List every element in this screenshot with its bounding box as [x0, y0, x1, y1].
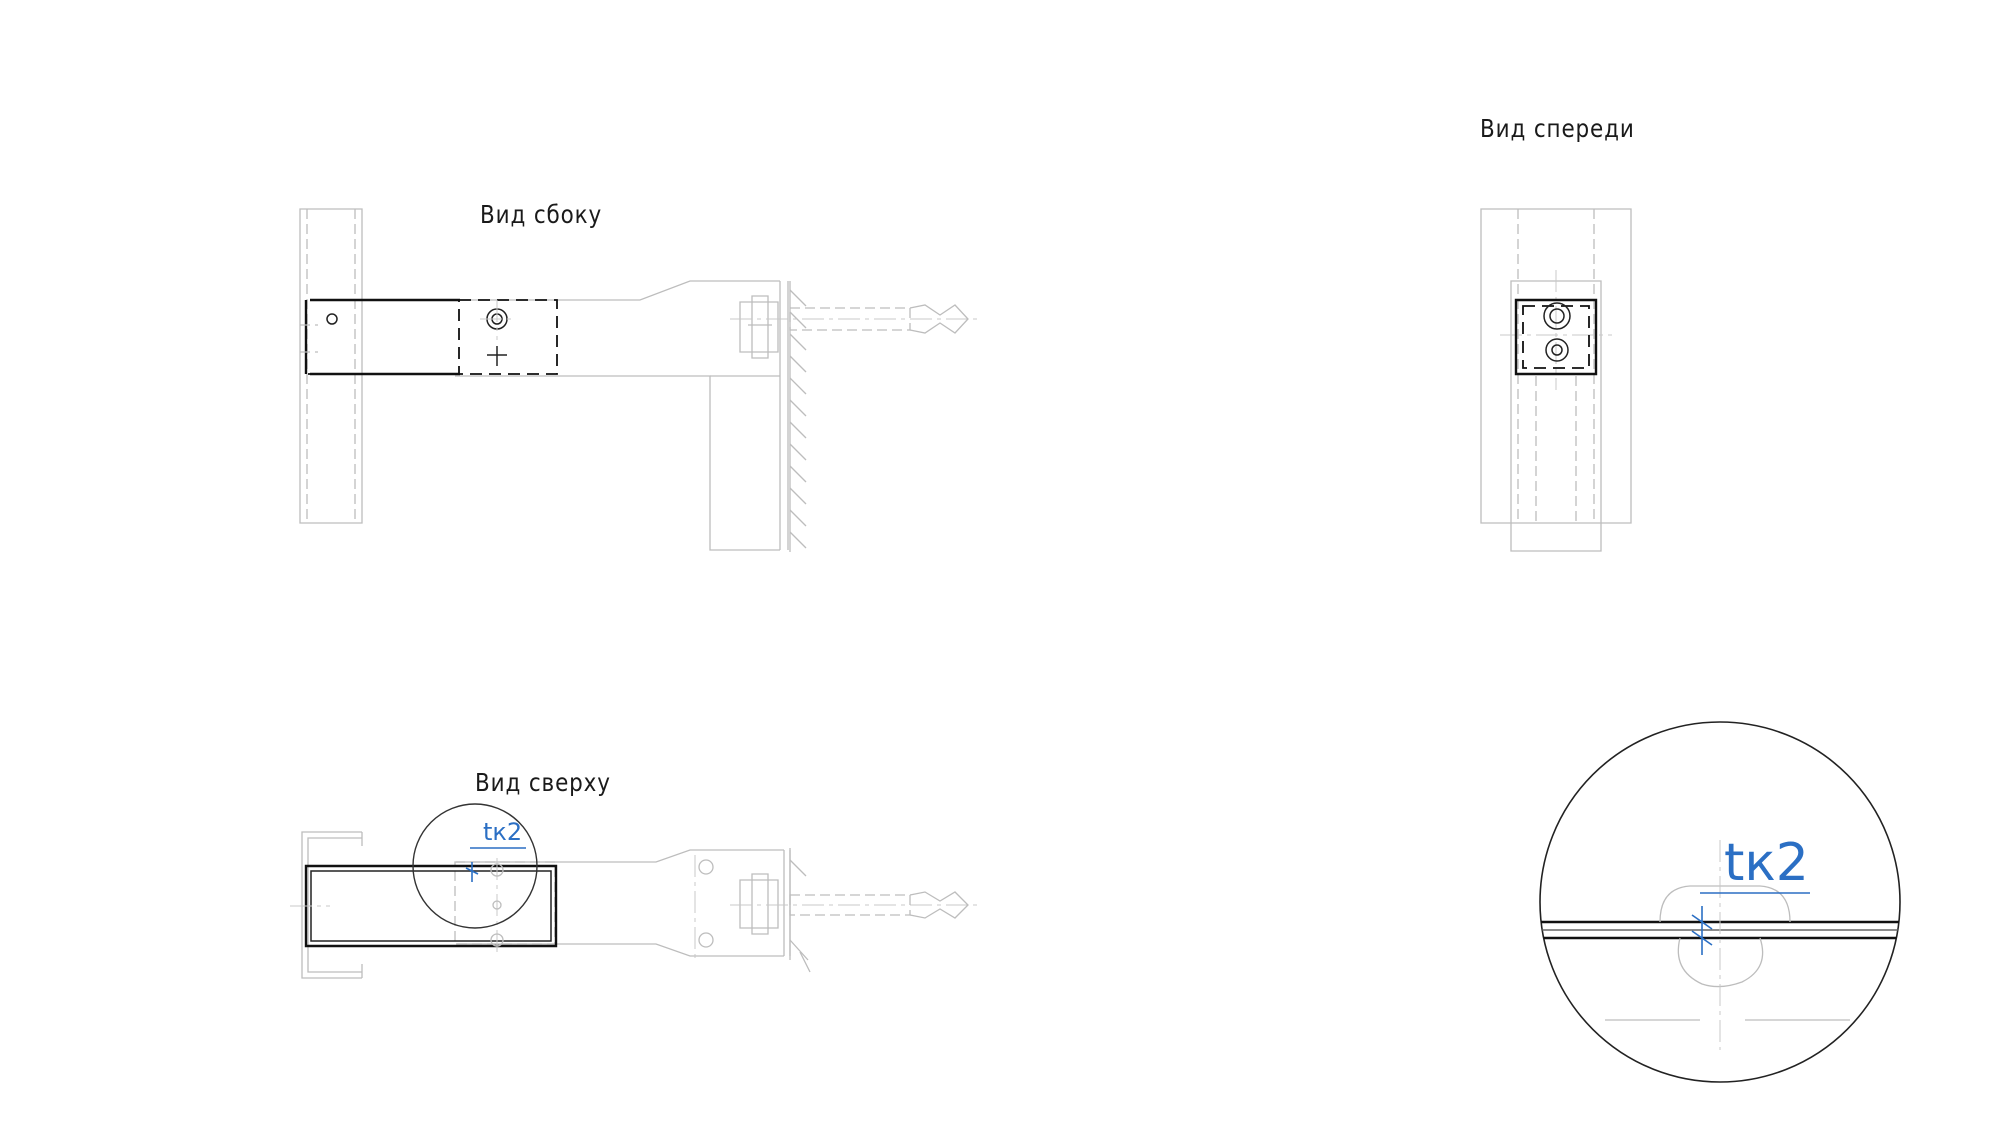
front-view-post — [1481, 209, 1631, 523]
detail-view — [1520, 722, 1920, 1082]
side-view-anchor-bolt — [730, 296, 978, 358]
thickness-tag-large: tк2 — [1724, 833, 1809, 893]
detail-circle — [1540, 722, 1900, 1082]
top-view-wall — [790, 848, 810, 972]
front-view-bolts — [1544, 303, 1570, 361]
side-view-main-member — [300, 300, 557, 374]
side-view-post — [300, 209, 362, 523]
side-view-hole — [327, 314, 337, 324]
front-view-bracket — [1500, 270, 1612, 551]
top-view-label: Вид сверху — [475, 768, 611, 797]
top-view-anchor-bolt — [730, 874, 978, 934]
side-view — [300, 209, 978, 552]
front-view-label: Вид спереди — [1480, 114, 1635, 143]
detail-thickness-dimension — [1692, 893, 1810, 955]
front-view — [1481, 209, 1631, 551]
front-view-main-member — [1516, 300, 1596, 374]
top-view-detail-circle — [413, 804, 537, 928]
top-view — [290, 804, 978, 978]
top-view-main-member — [290, 858, 556, 955]
side-view-wall — [790, 281, 806, 552]
side-view-bracket — [455, 281, 788, 550]
side-view-label: Вид сбоку — [480, 200, 603, 229]
top-view-post-channel — [302, 832, 362, 978]
side-view-bolts — [480, 300, 514, 366]
thickness-tag-small: tк2 — [483, 818, 523, 846]
